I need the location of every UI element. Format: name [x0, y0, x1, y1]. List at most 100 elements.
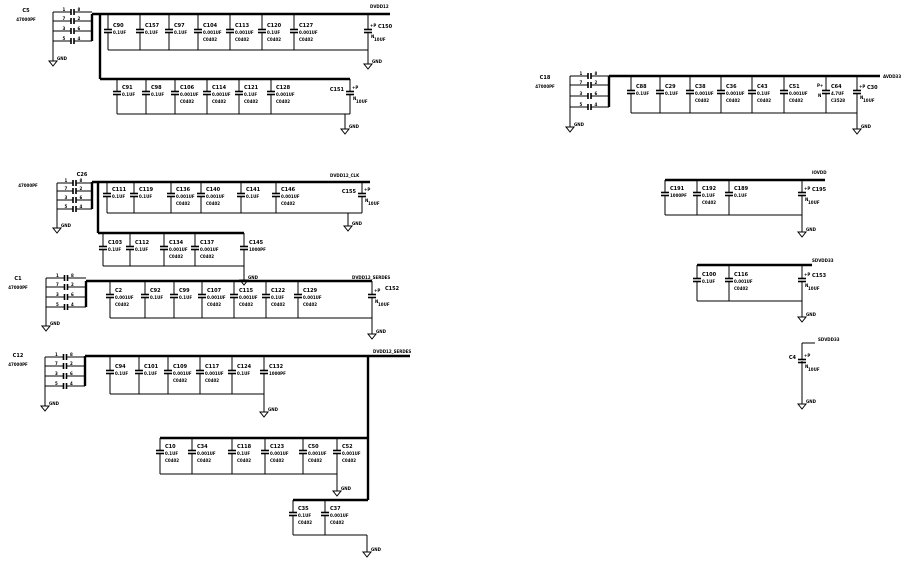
- capacitor-ref: C50: [308, 444, 319, 450]
- capacitor-value: 10UF: [808, 200, 820, 205]
- capacitor-value: C0402: [299, 37, 313, 42]
- capacitor-value: C0402: [303, 302, 317, 307]
- capacitor-value: C0402: [205, 378, 219, 383]
- pin-number: 1: [63, 7, 66, 12]
- capacitor-ref: C195: [812, 187, 827, 193]
- pin-polarity: +P: [364, 187, 370, 192]
- capacitor-ref: C37: [330, 506, 341, 512]
- capacitor-ref: C191: [670, 186, 685, 192]
- ground-icon: [331, 490, 343, 497]
- capacitor-value: C0402: [281, 201, 295, 206]
- capacitor-ref: C141: [246, 187, 261, 193]
- ground-label: GND: [50, 321, 61, 326]
- decoupling-row: C940.1UFC1010.1UFC1090.001UFC0402C1170.0…: [85, 354, 410, 418]
- capacitor-ref: C153: [812, 273, 827, 279]
- capacitor-ref: C192: [702, 186, 717, 192]
- capacitor-ref: C150: [378, 24, 393, 30]
- array-ref: C18: [540, 75, 551, 81]
- array-ref: C5: [22, 8, 30, 14]
- capacitor-value: 0.1UF: [122, 92, 135, 97]
- pin-number: 1: [55, 352, 58, 357]
- capacitor-ref: C157: [145, 23, 160, 29]
- ground-label: GND: [268, 407, 279, 412]
- capacitor-ref: C113: [235, 23, 250, 29]
- pin-polarity: N: [805, 364, 808, 369]
- capacitor-value: C0402: [197, 458, 211, 463]
- capacitor-ref: C91: [122, 85, 133, 91]
- pin-number: 7: [63, 16, 66, 21]
- capacitor-value: 10UF: [808, 367, 820, 372]
- capacitor-value: 0.1UF: [702, 193, 715, 198]
- capacitor-value: 0.1UF: [244, 92, 257, 97]
- pin-number: 4: [595, 102, 598, 107]
- capacitor-value: C0402: [203, 37, 217, 42]
- ground-label: GND: [806, 399, 817, 404]
- pin-number: 6: [595, 91, 598, 96]
- net-label: DVDD12_CLK: [330, 173, 360, 178]
- capacitor-value: 0.1UF: [115, 371, 128, 376]
- capacitor-ref: C64: [831, 84, 842, 90]
- capacitor-ref: C128: [276, 85, 291, 91]
- net-label: SDVDD33: [818, 337, 840, 342]
- ground-icon: [258, 411, 270, 418]
- capacitor-ref: C29: [665, 84, 676, 90]
- capacitor-value: 0.1UF: [113, 30, 126, 35]
- pin-number: 8: [71, 273, 74, 278]
- capacitor-value: 10UF: [368, 201, 380, 206]
- pin-polarity: +P: [370, 23, 376, 28]
- capacitor-value: 0.001UF: [180, 92, 199, 97]
- pin-number: 5: [63, 36, 66, 41]
- capacitor-value: C0402: [757, 98, 771, 103]
- ground-label: GND: [248, 275, 259, 280]
- pin-number: 8: [80, 178, 83, 183]
- capacitor-ref: C10: [165, 444, 176, 450]
- pin-number: 5: [56, 302, 59, 307]
- capacitor-ref: C129: [303, 288, 318, 294]
- capacitor-value: 0.001UF: [789, 91, 808, 96]
- capacitor-value: C0402: [789, 98, 803, 103]
- capacitor-ref: C117: [205, 364, 220, 370]
- capacitor-ref: C120: [267, 23, 282, 29]
- capacitor-value: 0.001UF: [206, 194, 225, 199]
- capacitor-value: 0.001UF: [308, 451, 327, 456]
- net-label: DVDD12_SERDES: [352, 275, 390, 280]
- capacitor-value: 0.1UF: [108, 247, 121, 252]
- decoupling-row: C1030.1UFC1120.1UFC1340.001UFC0402C1370.…: [96, 182, 266, 286]
- pin-number: 3: [55, 371, 58, 376]
- pin-polarity: N: [371, 34, 374, 39]
- ground-label: GND: [61, 223, 72, 228]
- pin-number: 4: [78, 36, 81, 41]
- pin-number: 2: [71, 282, 74, 287]
- capacitor-value: 0.001UF: [726, 91, 745, 96]
- pin-polarity: +P: [804, 186, 810, 191]
- capacitor-value: 0.1UF: [734, 193, 747, 198]
- pin-polarity: N: [365, 198, 368, 203]
- capacitor-value: C0402: [169, 254, 183, 259]
- capacitor-value: 0.001UF: [330, 513, 349, 518]
- net-label: DVDD12: [370, 4, 389, 9]
- capacitor-value: 10UF: [378, 302, 390, 307]
- capacitor-ref: C100: [702, 272, 717, 278]
